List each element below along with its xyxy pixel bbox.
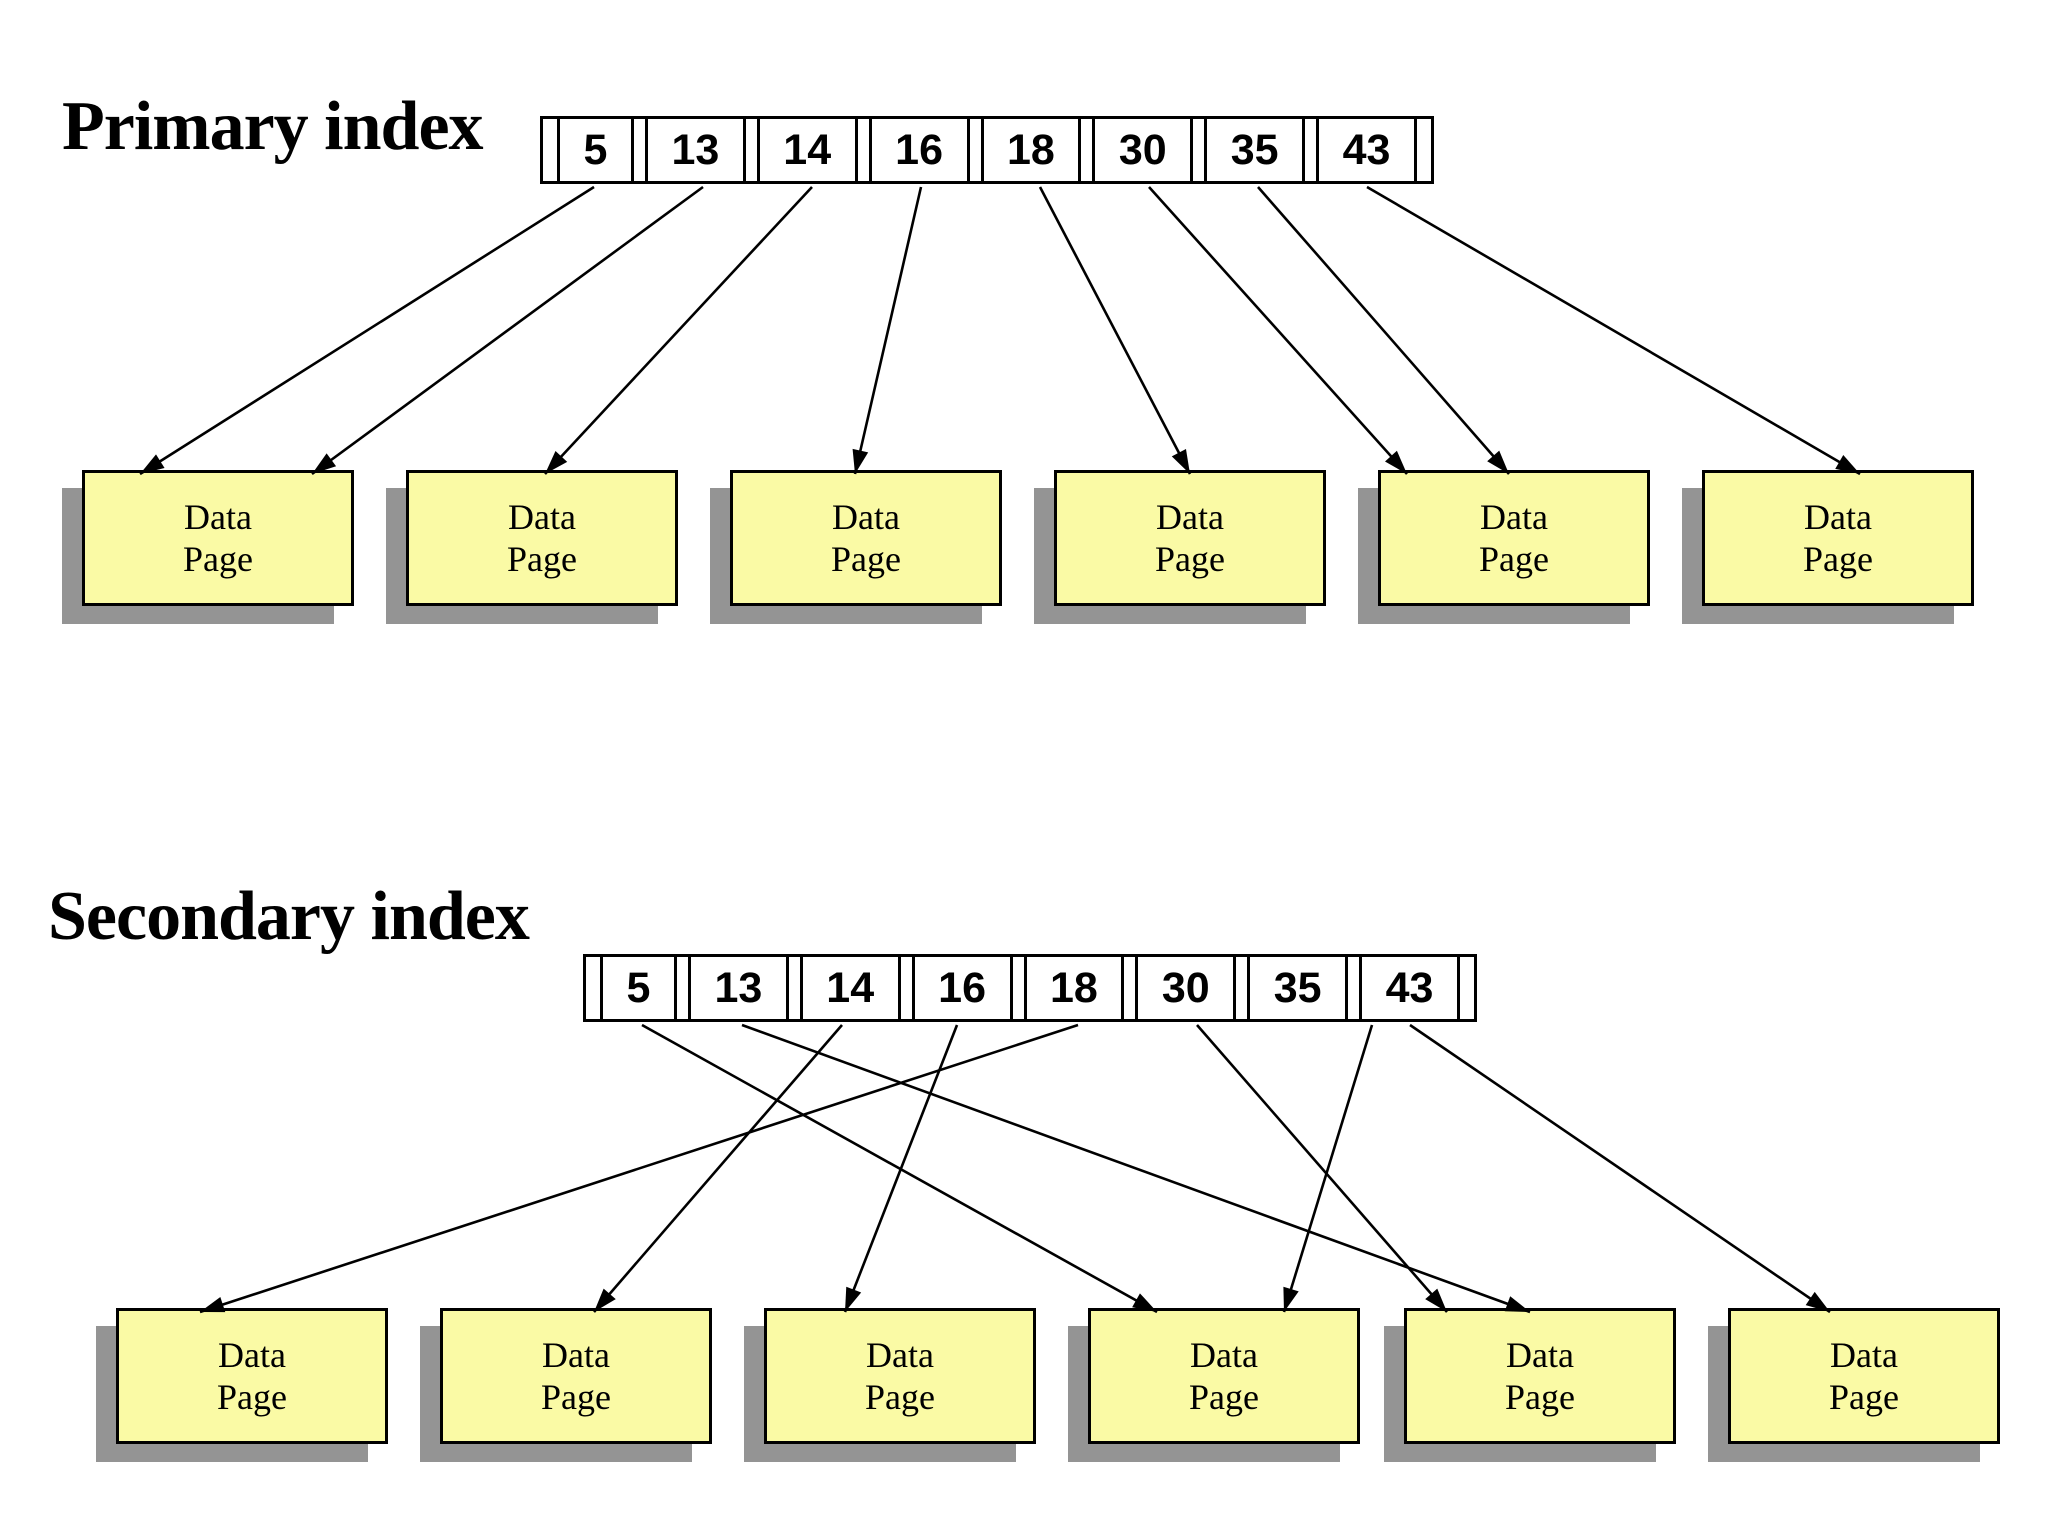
index-pointer-cell: [1190, 119, 1208, 181]
index-pointer-cell: [1009, 957, 1027, 1019]
data-page-label-line1: Data: [1190, 1334, 1258, 1375]
data-page-label-line2: Page: [831, 539, 901, 579]
index-pointer-cell: [1456, 957, 1474, 1019]
data-page-label-line2: Page: [1189, 1377, 1259, 1417]
data-page-label-line2: Page: [1505, 1377, 1575, 1417]
secondary-index-strip: 5 13 14 16 18 30 35 43: [583, 954, 1477, 1022]
secondary-pointer-arrow-key-35: [1282, 1024, 1374, 1313]
data-page-label-line1: Data: [832, 496, 900, 537]
data-page-label-line1: Data: [542, 1334, 610, 1375]
primary-pointer-arrow-key-14: [544, 186, 813, 475]
index-key-cell: 35: [1273, 963, 1322, 1012]
secondary-pointer-arrow-key-5: [641, 1023, 1158, 1314]
index-pointer-cell: [673, 957, 691, 1019]
secondary-pointer-arrow-key-30: [1196, 1024, 1448, 1313]
data-page-label-line2: Page: [1479, 539, 1549, 579]
primary-pointer-arrow-key-16: [852, 186, 923, 475]
secondary-pointer-arrow-key-43: [1409, 1023, 1831, 1314]
index-key-cell: 13: [714, 963, 763, 1012]
data-page-label-line1: Data: [1804, 496, 1872, 537]
data-page-label-line1: Data: [1830, 1334, 1898, 1375]
data-page-label-line2: Page: [217, 1377, 287, 1417]
secondary-pointer-arrow-key-16: [843, 1024, 959, 1313]
index-key-cell: 18: [1007, 125, 1055, 174]
secondary-pointer-arrow-key-14: [593, 1024, 843, 1313]
index-key-cell: 16: [938, 963, 986, 1012]
data-page-label-line1: Data: [508, 496, 576, 537]
data-page-label-line2: Page: [1155, 539, 1225, 579]
data-page-label-line2: Page: [541, 1377, 611, 1417]
primary-pointer-arrow-key-30: [1148, 186, 1408, 475]
primary-pointer-arrow-key-5: [139, 185, 595, 476]
primary-pointer-arrow-key-13: [311, 185, 704, 476]
index-pointer-cell: [543, 119, 560, 181]
index-pointer-cell: [742, 119, 760, 181]
data-page-label-line1: Data: [1156, 496, 1224, 537]
index-key-cell: 43: [1385, 963, 1434, 1012]
primary-pointer-arrow-key-35: [1257, 186, 1510, 475]
index-key-cell: 30: [1161, 963, 1210, 1012]
data-page-label-line1: Data: [1480, 496, 1548, 537]
data-page-label-line1: Data: [1506, 1334, 1574, 1375]
data-page-label-line1: Data: [218, 1334, 286, 1375]
primary-index-title: Primary index: [62, 88, 484, 165]
index-pointer-cell: [1302, 119, 1320, 181]
index-pointer-cell: [897, 957, 915, 1019]
data-page-label-line2: Page: [507, 539, 577, 579]
primary-pointer-arrow-key-43: [1366, 185, 1861, 476]
index-pointer-cell: [1233, 957, 1251, 1019]
index-key-cell: 18: [1050, 963, 1098, 1012]
index-key-cell: 43: [1342, 125, 1391, 174]
index-key-cell: 5: [583, 125, 608, 174]
index-pointer-cell: [630, 119, 648, 181]
data-page-label-line2: Page: [183, 539, 253, 579]
primary-index-strip: 5 13 14 16 18 30 35 43: [540, 116, 1434, 184]
index-pointer-cell: [1078, 119, 1096, 181]
secondary-pointer-arrow-key-13: [741, 1023, 1531, 1314]
index-key-cell: 30: [1118, 125, 1167, 174]
index-key-cell: 13: [671, 125, 720, 174]
index-pointer-cell: [1413, 119, 1431, 181]
data-page-label-line1: Data: [866, 1334, 934, 1375]
primary-pointer-arrow-key-18: [1038, 186, 1192, 475]
index-key-cell: 14: [826, 963, 875, 1012]
index-pointer-cell: [966, 119, 984, 181]
index-key-cell: 35: [1230, 125, 1279, 174]
index-pointer-cell: [1345, 957, 1363, 1019]
data-page-label-line2: Page: [1829, 1377, 1899, 1417]
index-key-cell: 16: [895, 125, 943, 174]
index-key-cell: 5: [626, 963, 651, 1012]
secondary-pointer-arrow-key-18: [199, 1023, 1079, 1314]
index-pointer-cell: [1121, 957, 1139, 1019]
index-pointer-cell: [586, 957, 603, 1019]
secondary-index-title: Secondary index: [48, 878, 530, 955]
index-pointer-cell: [785, 957, 803, 1019]
data-page-label-line1: Data: [184, 496, 252, 537]
data-page-label-line2: Page: [865, 1377, 935, 1417]
data-page-label-line2: Page: [1803, 539, 1873, 579]
index-key-cell: 14: [783, 125, 832, 174]
index-pointer-cell: [854, 119, 872, 181]
